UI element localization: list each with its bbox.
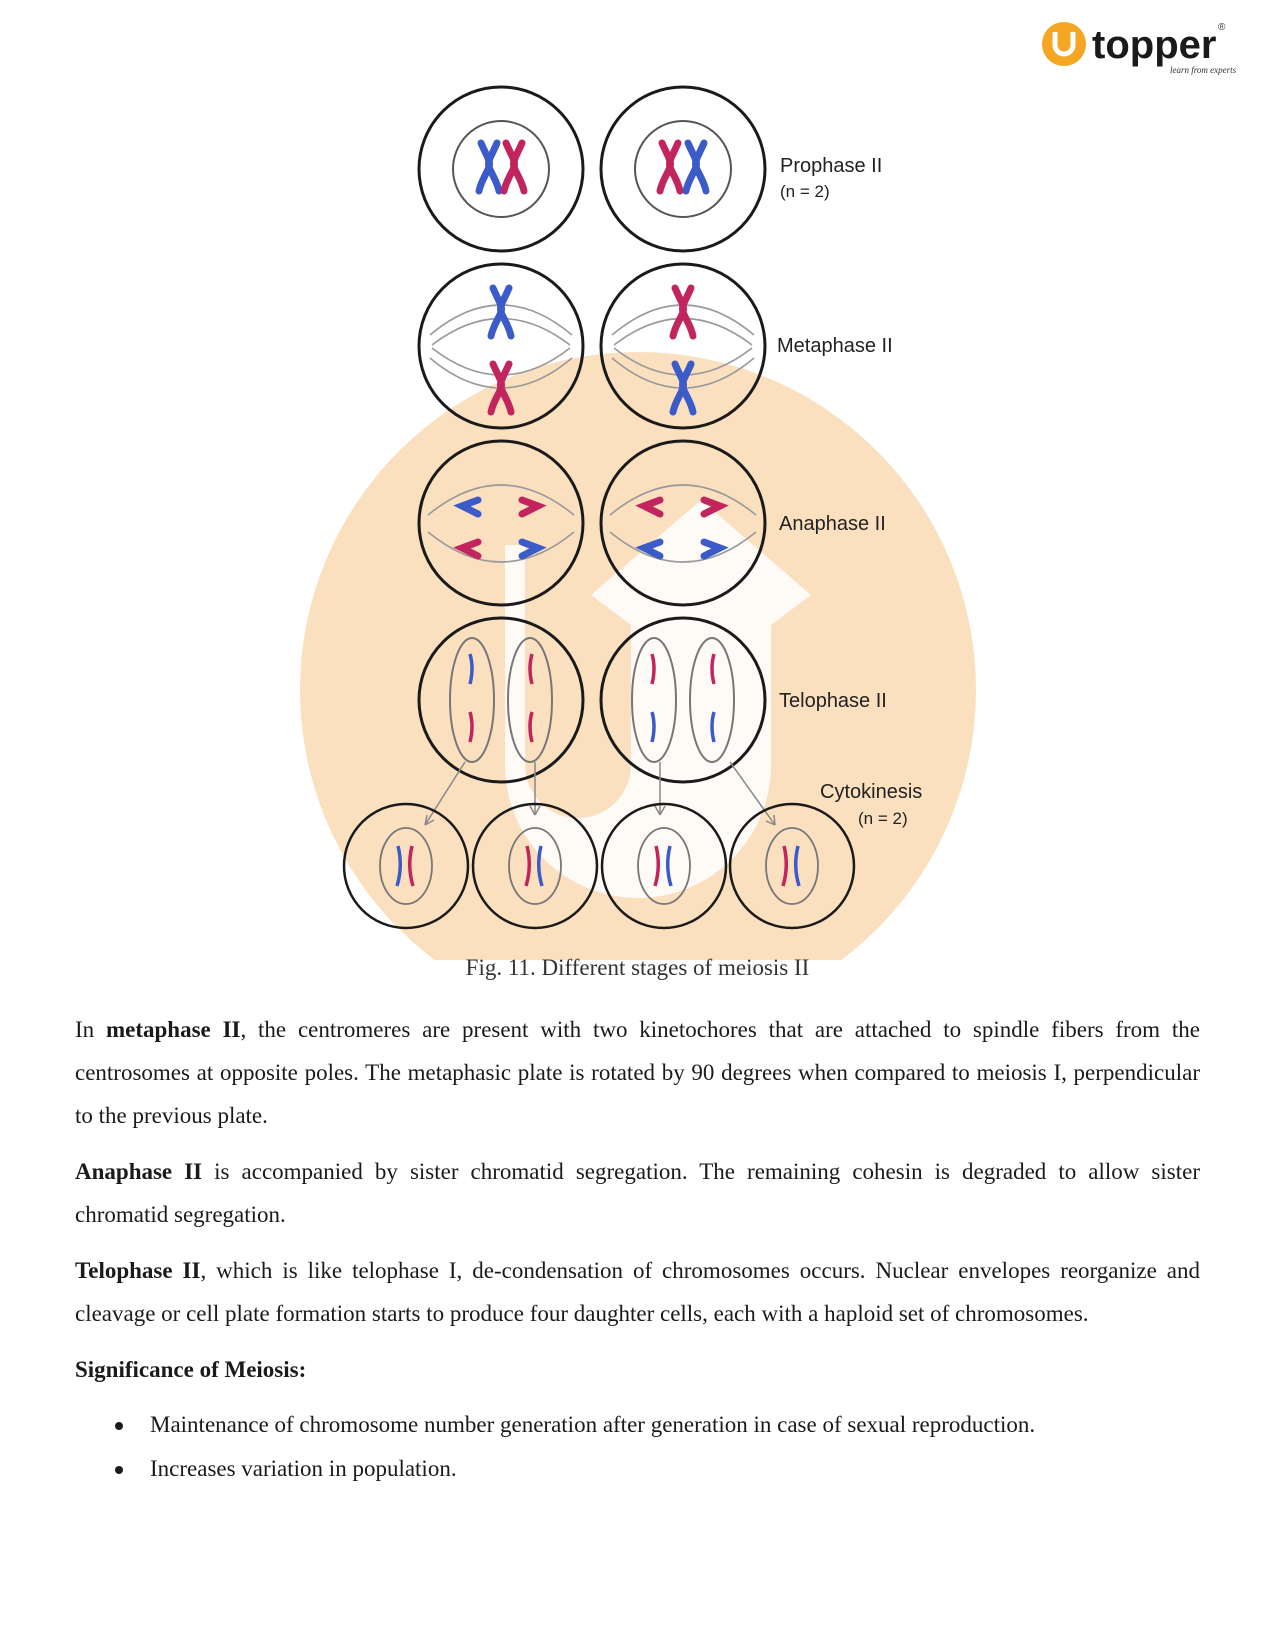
daughter-cell-4	[728, 802, 856, 930]
topper-logo: topper learn from experts ®	[1040, 18, 1240, 80]
anaphase-cell-left	[417, 439, 585, 607]
daughter-cell-1	[342, 802, 470, 930]
daughter-cell-3	[600, 802, 728, 930]
topper-logo-text: topper	[1092, 23, 1216, 67]
watermark	[300, 352, 976, 1028]
stage-label-anaphase: Anaphase II	[779, 513, 886, 535]
text-telophase: , which is like telophase I, de-condensa…	[75, 1258, 1200, 1326]
metaphase-cell-left	[417, 262, 585, 430]
significance-heading-text: Significance of Meiosis:	[75, 1357, 307, 1382]
stage-label-cytokinesis: Cytokinesis	[820, 781, 922, 803]
significance-heading: Significance of Meiosis:	[75, 1348, 1200, 1391]
daughter-cell-2	[471, 802, 599, 930]
paragraph-telophase: Telophase II, which is like telophase I,…	[75, 1249, 1200, 1335]
anaphase-cell-right	[599, 439, 767, 607]
telophase-cell-left	[417, 616, 585, 784]
paragraph-metaphase: In metaphase II, the centromeres are pre…	[75, 1008, 1200, 1137]
cytokinesis-arrows	[424, 761, 776, 826]
stage-label-prophase: Prophase II	[780, 155, 882, 177]
stage-sub-cytokinesis: (n = 2)	[858, 809, 908, 828]
list-item: Maintenance of chromosome number generat…	[75, 1403, 1200, 1447]
text-metaphase: , the centromeres are present with two k…	[75, 1017, 1200, 1128]
stage-label-metaphase: Metaphase II	[777, 335, 893, 357]
topper-logo-tagline: learn from experts	[1170, 65, 1237, 75]
stage-sub-prophase: (n = 2)	[780, 182, 830, 201]
paragraph-anaphase: Anaphase II is accompanied by sister chr…	[75, 1150, 1200, 1236]
term-metaphase: metaphase II	[105, 1017, 241, 1042]
term-anaphase: Anaphase II	[75, 1159, 203, 1184]
prophase-cell-right	[599, 85, 767, 253]
figure-caption: Fig. 11. Different stages of meiosis II	[465, 955, 810, 980]
text-pre: In	[75, 1017, 106, 1042]
stage-label-telophase: Telophase II	[779, 690, 887, 712]
list-item: Increases variation in population.	[75, 1447, 1200, 1491]
metaphase-cell-right	[599, 262, 767, 430]
meiosis-ii-figure: Prophase II (n = 2) Metaphase II	[300, 85, 976, 1028]
significance-list: Maintenance of chromosome number generat…	[75, 1403, 1200, 1491]
body-text: In metaphase II, the centromeres are pre…	[75, 1008, 1200, 1491]
text-anaphase: is accompanied by sister chromatid segre…	[75, 1159, 1200, 1227]
telophase-cell-right	[599, 616, 767, 784]
svg-text:®: ®	[1218, 22, 1226, 33]
prophase-cell-left	[417, 85, 585, 253]
term-telophase: Telophase II	[75, 1258, 201, 1283]
